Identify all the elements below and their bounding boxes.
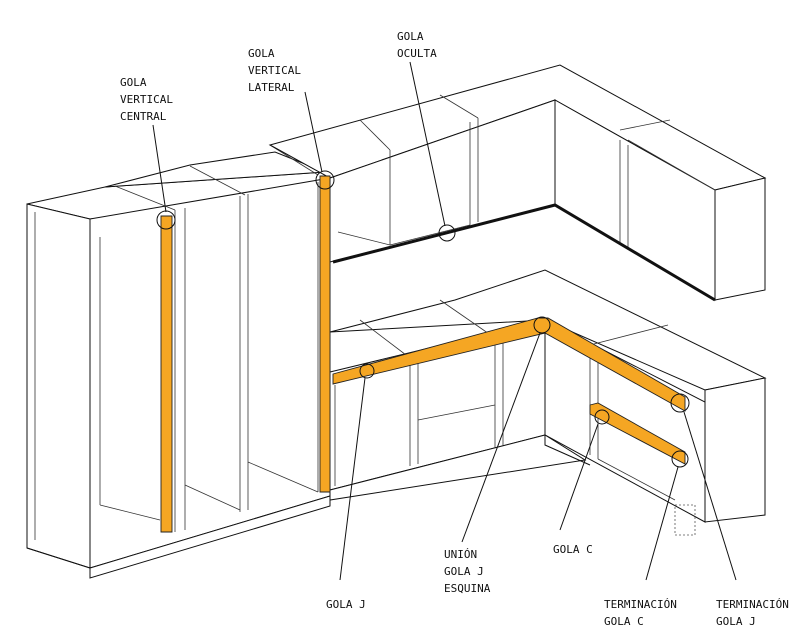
detail-circle-gola-j [359,363,375,379]
detail-circle-oculta [438,224,456,242]
gola-vertical-central-profile [160,215,173,533]
label-terminacion-gola-c: TERMINACIÓN GOLA C [604,598,683,628]
label-gola-vertical-central: GOLA VERTICAL CENTRAL [120,76,180,123]
label-gola-oculta: GOLA OCULTA [397,30,437,60]
gola-j-profile [332,317,686,412]
label-gola-c: GOLA C [553,543,593,556]
gola-c-profile [589,402,686,465]
leader-lines [152,61,737,581]
detail-circle-union [533,316,551,334]
detail-circle-term-c [671,450,689,468]
detail-circle-gola-c [594,409,610,425]
label-union-gola-j-esquina: UNIÓN GOLA J ESQUINA [444,548,491,595]
tall-cabinets [26,144,331,579]
annotations: GOLA VERTICAL CENTRAL GOLA VERTICAL LATE… [120,30,795,628]
label-terminacion-gola-j: TERMINACIÓN GOLA J [716,598,795,628]
gola-profiles [160,175,686,533]
gola-vertical-lateral-profile [319,175,331,493]
upper-wall-cabinets [268,64,767,302]
detail-circle-lateral [315,170,335,190]
label-gola-j: GOLA J [326,598,366,611]
base-cabinets [329,269,767,536]
detail-circle-term-j [670,393,690,413]
label-gola-vertical-lateral: GOLA VERTICAL LATERAL [248,47,308,94]
